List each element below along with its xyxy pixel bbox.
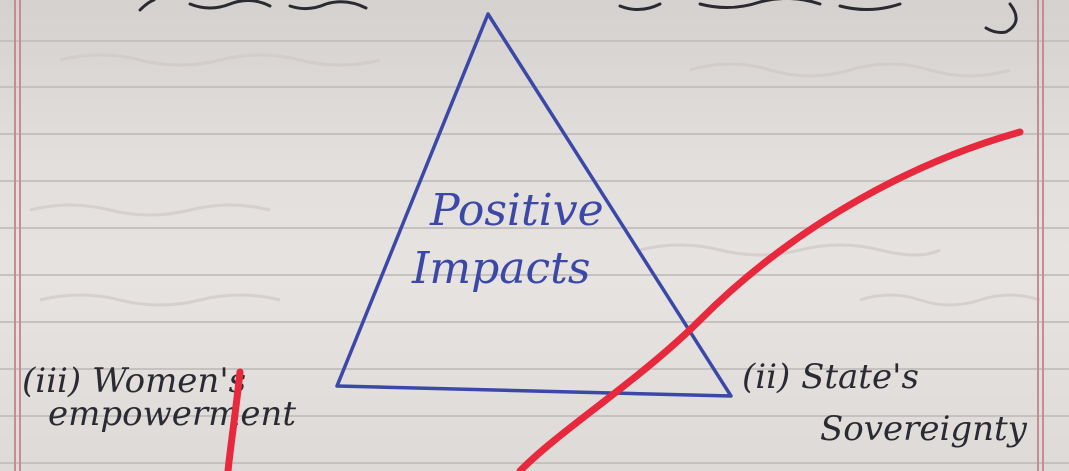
faint-scribble [39, 293, 281, 307]
triangle-center-label-line1: Positive [429, 185, 604, 236]
left-vertex-label-line1: (iii) Women's [22, 361, 246, 401]
show-through-ink [29, 53, 1041, 307]
right-vertex-label-line1: (ii) State's [742, 357, 919, 397]
triangle-diagram [335, 12, 733, 398]
faint-scribble [59, 53, 381, 67]
left-vertex-label-line2: empowerment [48, 394, 296, 434]
left-margin-line [14, 0, 21, 471]
red-tick-mark [224, 368, 244, 471]
cut-off-handwriting [138, 0, 1018, 34]
faint-scribble [639, 243, 941, 257]
faint-scribble [29, 203, 271, 217]
right-vertex-label-line2: Sovereignty [820, 409, 1028, 449]
ruled-lines [0, 40, 1069, 464]
faint-scribble [689, 62, 1011, 78]
faint-scribble [859, 293, 1041, 307]
red-strike-mark [516, 128, 1024, 471]
right-margin-line [1037, 0, 1044, 471]
triangle-center-label-line2: Impacts [411, 243, 590, 294]
